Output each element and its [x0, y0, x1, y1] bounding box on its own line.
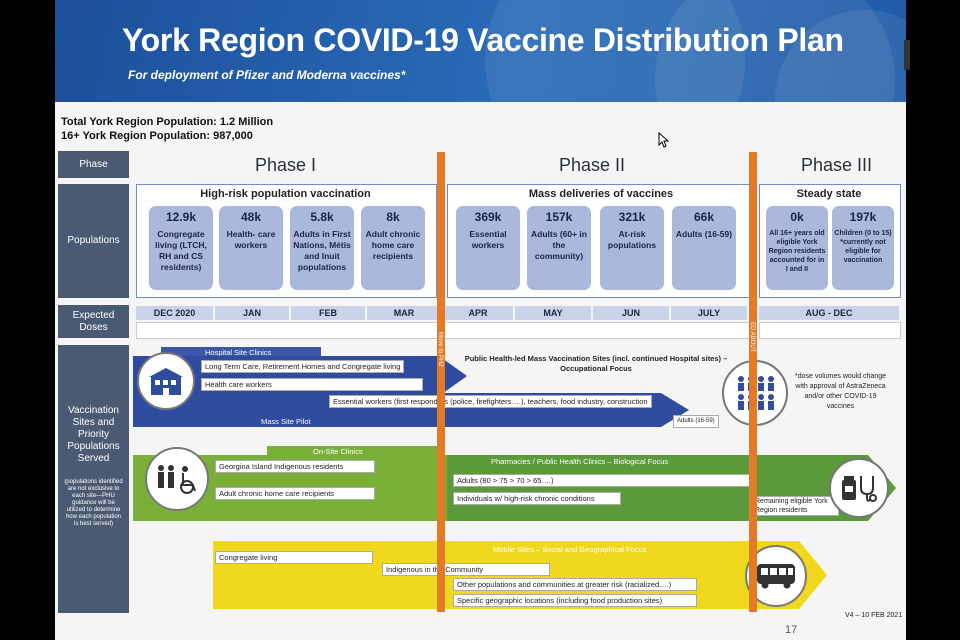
population-count: 66k: [693, 210, 715, 224]
population-count: 0k: [790, 210, 804, 224]
population-desc: Essential workers: [469, 229, 507, 250]
population-count: 197k: [849, 210, 877, 224]
population-desc: Congregate living (LTCH, RH and CS resid…: [155, 229, 207, 272]
title-banner: York Region COVID-19 Vaccine Distributio…: [55, 0, 906, 102]
month-cell: MAR: [367, 306, 441, 320]
separator-label: ED ABOUT: [749, 322, 755, 353]
population-16plus: 16+ York Region Population: 987,000: [61, 130, 253, 142]
pharmacy-title: Pharmacies / Public Health Clinics – Bio…: [491, 457, 669, 466]
mass-site-pilot-label: Mass Site Pilot: [261, 417, 311, 426]
onsite-item: Georgina Island Indigenous residents: [215, 460, 375, 473]
population-desc: Adults (16-59): [675, 229, 733, 239]
medicine-stethoscope-icon: [829, 458, 889, 518]
expected-doses-row: [759, 322, 901, 339]
population-desc: All 16+ years old eligible York Region r…: [768, 230, 826, 273]
population-desc: Adult chronic home care recipients: [365, 229, 421, 261]
version-label: V4 – 10 FEB 2021: [845, 612, 903, 619]
row-header-expected-doses: Expected Doses: [58, 305, 129, 338]
month-cell: AUG - DEC: [759, 306, 899, 320]
month-cell: MAY: [515, 306, 591, 320]
page-number: 17: [785, 624, 798, 636]
onsite-item: Adult chronic home care recipients: [215, 487, 375, 500]
presentation-slide: York Region COVID-19 Vaccine Distributio…: [55, 0, 906, 640]
vaccination-sites-note: (populations identified are not exclusiv…: [64, 479, 123, 527]
group-title-phase-2: Mass deliveries of vaccines: [528, 188, 674, 200]
population-desc: Health- care workers: [226, 229, 276, 250]
month-cell: JAN: [215, 306, 289, 320]
month-cell: JUN: [593, 306, 669, 320]
mobile-item: Other populations and communities at gre…: [453, 578, 697, 591]
population-count: 12.9k: [165, 210, 197, 224]
slide-title: York Region COVID-19 Vaccine Distributio…: [122, 22, 844, 58]
hospital-item: Health care workers: [201, 378, 423, 391]
phase-3-label: Phase III: [801, 155, 873, 175]
mobile-item: Indigenous in the Community: [382, 563, 550, 576]
dose-volume-note: *dose volumes would change with approval…: [794, 373, 887, 410]
month-cell: DEC 2020: [136, 306, 213, 320]
population-count: 5.8k: [310, 210, 334, 224]
row-header-vaccination-sites: Vaccination Sites and Priority Populatio…: [58, 345, 129, 613]
pharmacy-item: Adults (80 > 75 > 70 > 65….): [453, 474, 757, 487]
group-title-phase-3: Steady state: [796, 188, 862, 200]
hospital-item: Long Term Care, Retirement Homes and Con…: [201, 360, 405, 373]
population-desc: At-risk populations: [607, 229, 657, 250]
population-count: 321k: [618, 210, 646, 224]
family-wheelchair-icon: [145, 447, 209, 511]
month-cell: JULY: [671, 306, 747, 320]
phase-1-label: Phase I: [255, 155, 317, 175]
population-count: 157k: [545, 210, 573, 224]
row-header-phase: Phase: [58, 151, 129, 178]
mobile-item: Specific geographic locations (including…: [453, 594, 697, 607]
hospital-title: Hospital Site Clinics: [205, 348, 272, 357]
hospital-icon: [137, 352, 195, 410]
pharmacy-item: Individuals w/ high-risk chronic conditi…: [453, 492, 621, 505]
mouse-cursor-icon: [658, 132, 670, 148]
onsite-title: On-Site Clinics: [313, 447, 363, 456]
month-cell: FEB: [291, 306, 365, 320]
group-title-phase-1: High-risk population vaccination: [200, 188, 371, 200]
population-total: Total York Region Population: 1.2 Millio…: [61, 116, 274, 128]
row-header-populations: Populations: [58, 184, 129, 298]
mobile-item: Congregate living: [215, 551, 373, 564]
phase-separator-1: Move to PH2: [437, 152, 445, 612]
adults-16-59-item: Adults (16-59): [673, 415, 719, 428]
mass-vaccination-title: Public Health-led Mass Vaccination Sites…: [464, 354, 728, 373]
population-count: 8k: [386, 210, 400, 224]
side-edge-tab: [904, 40, 910, 70]
population-desc: Children (0 to 15) *currently not eligib…: [834, 230, 892, 264]
remaining-eligible-item: Remaining eligible York Region residents: [751, 496, 839, 516]
month-cell: APR: [443, 306, 513, 320]
population-count: 369k: [474, 210, 502, 224]
slide-subtitle: For deployment of Pfizer and Moderna vac…: [128, 68, 406, 82]
population-desc: Adults in First Nations, Métis and Inuit…: [293, 229, 351, 272]
mobile-title: Mobile Sites – Social and Geographical F…: [493, 545, 647, 554]
vaccination-sites-label: Vaccination Sites and Priority Populatio…: [67, 405, 120, 464]
phase-2-label: Phase II: [559, 155, 626, 175]
phase-separator-2: ED ABOUT: [749, 152, 757, 612]
population-count: 48k: [240, 210, 262, 224]
essential-workers-item: Essential workers (first responders (pol…: [329, 395, 652, 408]
population-desc: Adults (60+ in the community): [531, 229, 587, 261]
separator-label: Move to PH2: [437, 332, 443, 367]
